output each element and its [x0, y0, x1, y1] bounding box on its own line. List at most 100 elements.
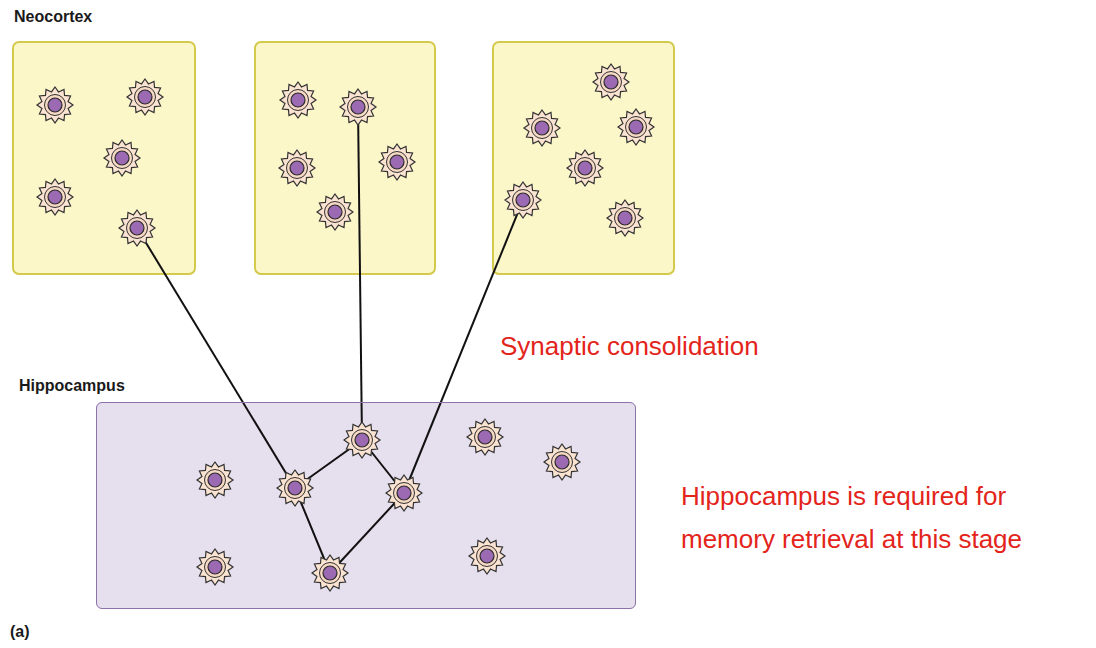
neuron	[593, 64, 629, 100]
neuron-nucleus	[48, 98, 62, 112]
neuron-nucleus	[355, 433, 369, 447]
neuron-soma	[45, 95, 66, 116]
neuron-body	[607, 200, 643, 236]
neuron	[340, 89, 376, 125]
neuron-nucleus	[478, 430, 492, 444]
neuron-nucleus	[578, 161, 592, 175]
neuron-body	[197, 462, 233, 498]
neuron	[505, 182, 541, 218]
neocortex-region	[13, 42, 195, 274]
neuron-body	[505, 182, 541, 218]
hippocampus-region: Hippocampus	[96, 402, 636, 609]
neuron-nucleus	[48, 190, 62, 204]
neuron-soma	[285, 478, 306, 499]
neuron	[127, 79, 163, 115]
neuron-soma	[475, 427, 496, 448]
neuron-body	[379, 144, 415, 180]
neuron-body	[104, 140, 140, 176]
neuron-nucleus	[516, 193, 530, 207]
neuron-nucleus	[555, 455, 569, 469]
neuron	[197, 549, 233, 585]
neuron-soma	[615, 208, 636, 229]
neuron	[317, 194, 353, 230]
neuron-nucleus	[138, 90, 152, 104]
neuron-nucleus	[290, 161, 304, 175]
neural-connection	[330, 493, 404, 573]
neuron-soma	[127, 218, 148, 239]
neuron-body	[386, 475, 422, 511]
neuron-body	[280, 82, 316, 118]
neuron-soma	[532, 118, 553, 139]
neuron-body	[279, 150, 315, 186]
neuron-soma	[287, 158, 308, 179]
neuron	[279, 150, 315, 186]
neuron-body	[127, 79, 163, 115]
neuron-soma	[325, 202, 346, 223]
neuron-body	[312, 555, 348, 591]
neuron-body	[277, 470, 313, 506]
neuron-soma	[348, 97, 369, 118]
neuron-nucleus	[291, 93, 305, 107]
neuron-body	[567, 150, 603, 186]
neuron	[104, 140, 140, 176]
neuron-nucleus	[208, 560, 222, 574]
neuron-body	[37, 87, 73, 123]
neuron-body	[524, 110, 560, 146]
neuron	[544, 444, 580, 480]
neuron	[37, 179, 73, 215]
neuron-nucleus	[604, 75, 618, 89]
annotation: Hippocampus is required for memory retri…	[681, 475, 1089, 561]
panel-label: (a)	[10, 622, 30, 641]
neuron-nucleus	[629, 120, 643, 134]
neuron-soma	[575, 158, 596, 179]
neuron-soma	[387, 152, 408, 173]
region-heading: Hippocampus	[19, 376, 125, 395]
neuron-nucleus	[618, 211, 632, 225]
neuron-body	[618, 109, 654, 145]
neuron-body	[593, 64, 629, 100]
neuron	[386, 475, 422, 511]
neuron-soma	[352, 430, 373, 451]
neuron-nucleus	[115, 151, 129, 165]
neuron	[277, 470, 313, 506]
neuron-soma	[135, 87, 156, 108]
neuron	[469, 538, 505, 574]
neuron	[607, 200, 643, 236]
neuron-soma	[288, 90, 309, 111]
neuron-body	[344, 422, 380, 458]
neuron-nucleus	[390, 155, 404, 169]
neuron-nucleus	[323, 566, 337, 580]
neuron-body	[340, 89, 376, 125]
neuron	[379, 144, 415, 180]
neuron	[312, 555, 348, 591]
neuron-nucleus	[288, 481, 302, 495]
neuron-soma	[626, 117, 647, 138]
neuron-soma	[394, 483, 415, 504]
neuron	[344, 422, 380, 458]
neuron-soma	[45, 187, 66, 208]
neuron	[567, 150, 603, 186]
neuron	[119, 210, 155, 246]
neuron-body	[119, 210, 155, 246]
neuron-soma	[112, 148, 133, 169]
neocortex-region	[255, 42, 435, 274]
neuron-soma	[205, 470, 226, 491]
neuron-body	[467, 419, 503, 455]
hippocampus-fill	[96, 402, 636, 609]
neuron	[37, 87, 73, 123]
neuron	[524, 110, 560, 146]
neuron-body	[317, 194, 353, 230]
neuron-nucleus	[351, 100, 365, 114]
neural-connection	[358, 107, 362, 440]
region-title: Neocortex	[14, 7, 92, 26]
neuron-soma	[205, 557, 226, 578]
neuron-nucleus	[208, 473, 222, 487]
neuron-nucleus	[397, 486, 411, 500]
neocortex-region	[493, 42, 674, 274]
neuron-nucleus	[130, 221, 144, 235]
neuron-body	[544, 444, 580, 480]
neuron-soma	[513, 190, 534, 211]
neuron	[197, 462, 233, 498]
neuron-soma	[552, 452, 573, 473]
